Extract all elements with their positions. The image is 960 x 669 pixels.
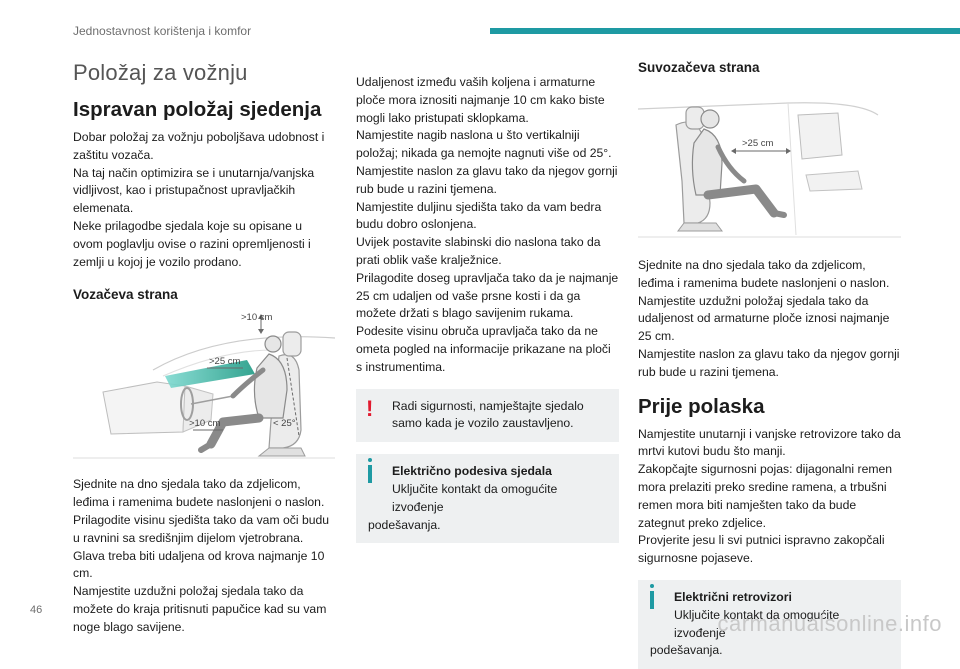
column-right: Suvozačeva strana >25 cm Sjednite na dno…: [637, 60, 901, 669]
info-text-first-line: Uključite kontakt da omogućite izvođenje: [674, 607, 840, 640]
passenger-seat-illustration: >25 cm: [637, 102, 901, 238]
info-icon: [650, 583, 654, 609]
header-accent-bar: [490, 28, 960, 34]
passenger-side-paragraph: Sjednite na dno sjedala tako da zdjelico…: [638, 258, 900, 379]
info-text-rest: podešavanja.: [650, 643, 723, 658]
heading-passenger-side: Suvozačeva strana: [638, 60, 760, 75]
info-text-first-line: Uključite kontakt da omogućite izvođenje: [392, 481, 558, 514]
safety-warning-box: ! Radi sigurnosti, namještajte sjedalo s…: [356, 388, 619, 443]
watermark: carmanualsonline.info: [717, 611, 942, 636]
section-title: Položaj za vožnju: [73, 60, 248, 85]
driver-seat-illustration: >10 cm >25 cm >10 cm < 25°: [73, 312, 336, 459]
driver-side-paragraph: Sjednite na dno sjedala tako da zdjelico…: [73, 477, 330, 634]
adjustment-paragraph: Udaljenost između vaših koljena i armatu…: [356, 75, 619, 374]
heading-correct-position: Ispravan položaj sjedenja: [73, 98, 322, 121]
label-steering-distance: >25 cm: [209, 356, 241, 367]
heading-driver-side: Vozačeva strana: [73, 287, 178, 303]
passenger-seat-figure: >25 cm: [637, 85, 901, 245]
column-left: Položaj za vožnju Ispravan položaj sjede…: [73, 60, 336, 637]
intro-paragraph: Dobar položaj za vožnju poboljšava udobn…: [73, 130, 325, 269]
warning-exclamation-icon: !: [366, 395, 374, 421]
column-middle: Udaljenost između vaših koljena i armatu…: [356, 74, 619, 544]
info-text-rest: podešavanja.: [368, 517, 441, 532]
before-driving-paragraph: Namjestite unutarnji i vanjske retrovizo…: [638, 426, 901, 566]
info-icon: [368, 458, 372, 484]
info-title: Električno podesiva sjedala: [392, 464, 552, 479]
driver-seat-figure: >10 cm >25 cm >10 cm < 25°: [73, 310, 336, 466]
info-title: Električni retrovizori: [674, 589, 792, 604]
page-number: 46: [30, 604, 43, 616]
header-title: Jednostavnost korištenja i komfor: [73, 24, 252, 38]
label-dashboard-distance: >25 cm: [742, 138, 774, 149]
warning-text: Radi sigurnosti, namještajte sjedalo sam…: [392, 398, 584, 431]
label-knee-distance: >10 cm: [189, 418, 221, 429]
label-backrest-angle: < 25°: [273, 418, 296, 429]
heading-before-driving: Prije polaska: [638, 394, 765, 418]
label-head-clearance: >10 cm: [241, 312, 273, 323]
electric-seats-info-box: Električno podesiva sjedala Uključite ko…: [356, 454, 619, 544]
